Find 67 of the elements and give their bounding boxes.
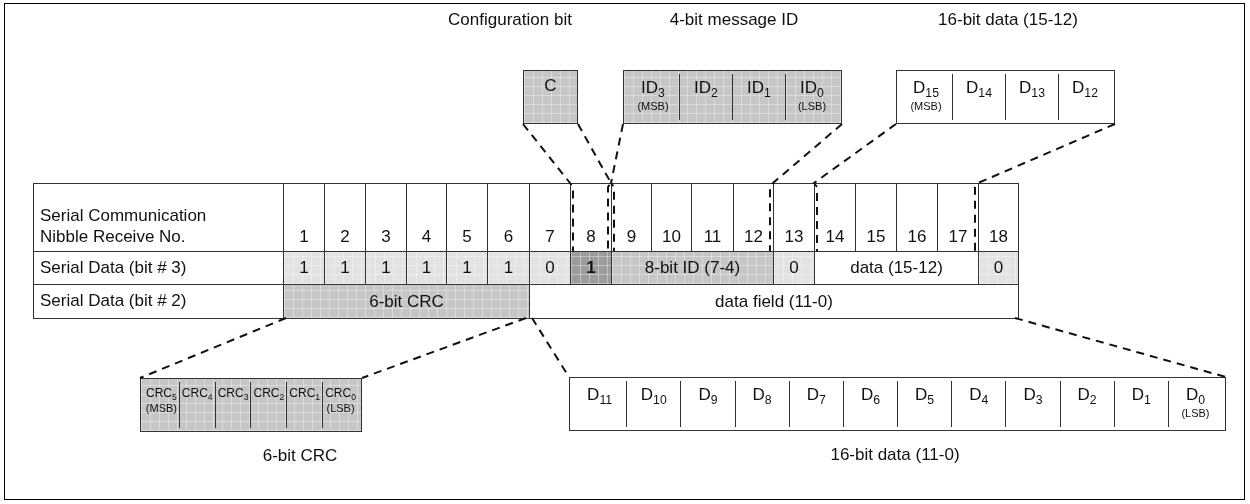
bit-name: CRC$_{5}$ [146,387,177,403]
bit-cell [287,382,324,428]
expansion-line [361,317,527,379]
bit-value: 1 [406,251,447,285]
bit-value: 1 [324,251,366,285]
bit-name: D$_{4}$ [969,386,989,408]
expansion-line [812,123,897,252]
bit-name: ID$_{0}$ [800,79,824,101]
bit-value: 1 [365,251,407,285]
bit-cell [251,382,288,428]
bit-name: D$_{8}$ [752,386,772,408]
bit-field: data field (11-0) [529,284,1019,319]
field-heading: 6-bit CRC [261,446,339,466]
bit-name: D$_{13}$ [1019,79,1045,101]
bit-value: 1 [446,251,488,285]
bit-name: ID$_{2}$ [694,79,718,101]
expansion-line [1014,317,1227,378]
bit-name: D$_{3}$ [1023,386,1043,408]
bit-name: D$_{12}$ [1072,79,1098,101]
expansion-line [769,123,843,252]
bit-name: D$_{5}$ [915,386,935,408]
bit-order-note: (LSB) [326,402,355,416]
expansion-line [139,317,287,379]
field-heading: 16-bit data (15-12) [937,10,1079,30]
bit-name: CRC$_{3}$ [217,387,249,403]
bit-order-note: (MSB) [910,100,942,114]
bit-field: 8-bit ID (7-4) [611,251,774,285]
bit-order-note: (MSB) [145,402,177,416]
bit-value: 1 [487,251,530,285]
bit-name: CRC$_{2}$ [253,387,285,403]
row-label: Serial Communication Nibble Receive No. [33,183,284,252]
bit-value: 1 [283,251,325,285]
bit-name: D$_{14}$ [966,79,992,101]
expansion-line [522,123,574,252]
bit-value: 0 [529,251,571,285]
bit-name: D$_{15}$ [913,79,939,101]
bit-name: CRC$_{0}$ [325,387,356,403]
nibble-number: 18 [978,183,1019,252]
bit-name: D$_{2}$ [1077,386,1097,408]
bit-order-note: (MSB) [637,100,669,114]
bit-cell [215,382,252,428]
row-label: Serial Data (bit # 2) [33,284,284,319]
field-heading: 16-bit data (11-0) [829,445,961,465]
bit-value: 0 [978,251,1019,285]
bit-cell [179,382,216,428]
bit-name: ID$_{3}$ [641,79,665,101]
field-heading: 4-bit message ID [668,10,800,30]
bit-order-note: (LSB) [1181,407,1210,421]
expansion-line [974,123,1116,252]
bit-name: D$_{9}$ [698,386,718,408]
bit-name: CRC$_{1}$ [289,387,321,403]
bit-order-note: (LSB) [797,100,827,114]
expansion-line [609,123,624,252]
bit-value: 0 [773,251,815,285]
bit-name: D$_{0}$ [1185,386,1205,408]
bit-name: D$_{1}$ [1131,386,1151,408]
bit-name: D$_{7}$ [806,386,826,408]
bit-field: 6-bit CRC [283,284,530,319]
config-bit-cell: C [523,70,578,124]
bit-name: ID$_{1}$ [747,79,771,101]
field-heading: Configuration bit [447,10,573,30]
bit-name: D$_{11}$ [587,386,613,408]
bit-field: 1 [570,251,612,285]
bit-name: CRC$_{4}$ [181,387,213,403]
bit-name: D$_{6}$ [860,386,880,408]
bit-name: D$_{10}$ [640,386,667,408]
bit-cell [144,382,180,428]
